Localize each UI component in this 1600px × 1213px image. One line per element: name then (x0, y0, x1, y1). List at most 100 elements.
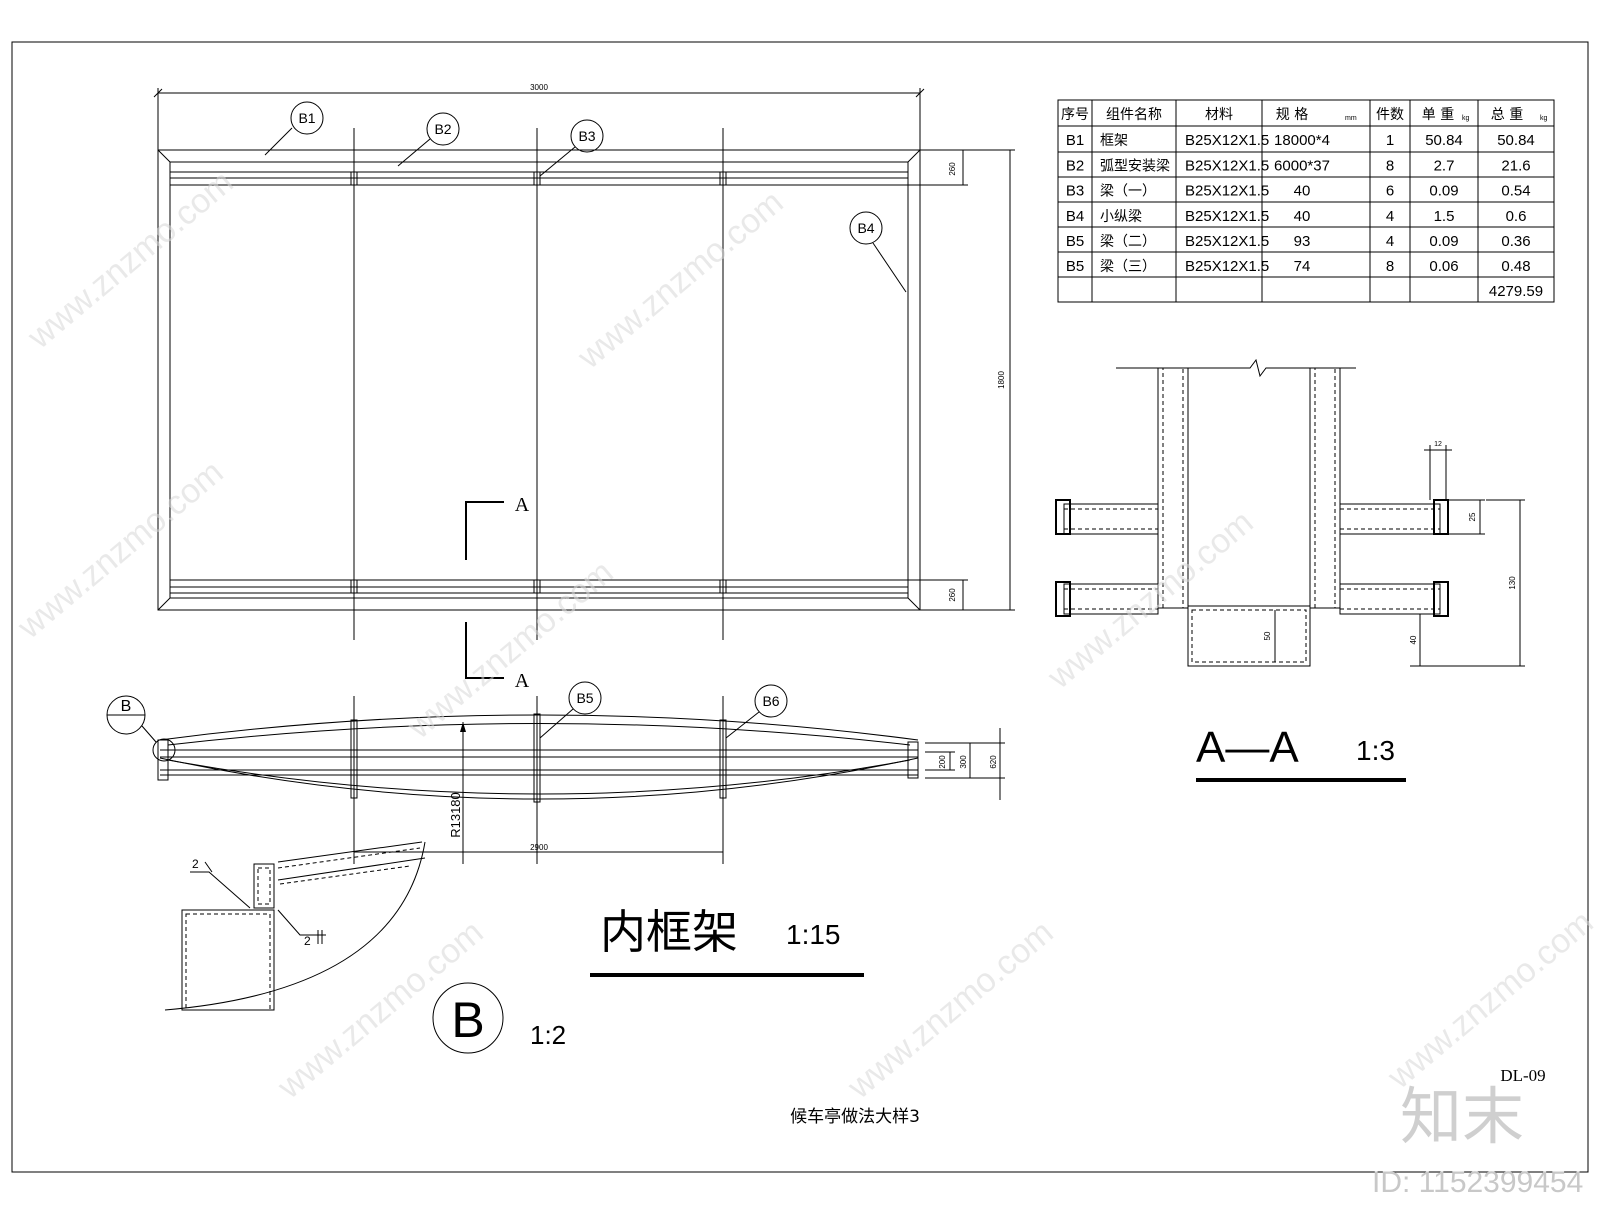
table-cell-qty: 4 (1386, 208, 1394, 225)
balloon-b2 (426, 112, 460, 146)
table-cell-qty: 4 (1386, 233, 1394, 250)
section-mark-a-top-label: A (515, 494, 530, 516)
table-cell-total-weight: 0.36 (1501, 233, 1530, 250)
balloon-b3 (570, 119, 604, 153)
table-cell-spec: 74 (1294, 258, 1311, 275)
table-cell-no: B3 (1066, 183, 1084, 200)
table-header-total-weight: 总 重 (1491, 107, 1523, 123)
balloon-b3-label: B3 (578, 128, 595, 144)
watermark-text-3: www.znzmo.com (10, 453, 231, 647)
elevation-dim-mid: 300 (959, 755, 968, 769)
table-cell-total-weight: 50.84 (1497, 132, 1535, 149)
balloon-b5-label: B5 (576, 690, 593, 706)
balloon-b1 (290, 101, 324, 135)
table-header-name: 组件名称 (1106, 107, 1162, 123)
aa-dim-50: 50 (1263, 631, 1272, 640)
table-cell-spec: 6000*37 (1274, 157, 1330, 174)
aa-dim-130: 130 (1508, 576, 1517, 590)
table-unit-spec: mm (1345, 115, 1357, 122)
arch-top-outer (159, 714, 919, 741)
aa-dim-25: 25 (1468, 512, 1477, 521)
elevation-dim-inner: 200 (938, 755, 947, 769)
table-cell-spec: 93 (1294, 233, 1311, 250)
plan-scale: 1:15 (786, 919, 841, 950)
table-cell-spec: 40 (1294, 208, 1311, 225)
table-cell-no: B1 (1066, 132, 1084, 149)
table-cell-material: B25X12X1.5 (1185, 157, 1269, 174)
plan-dim-height: 1800 (997, 371, 1006, 389)
table-cell-qty: 8 (1386, 157, 1394, 174)
table-cell-qty: 1 (1386, 132, 1394, 149)
balloon-b2-label: B2 (434, 121, 451, 137)
aa-dim-12: 12 (1434, 441, 1442, 448)
table-header-spec: 规 格 (1276, 107, 1308, 123)
section-mark-a-bottom (465, 622, 504, 679)
balloon-b4-label: B4 (857, 220, 874, 236)
watermark-text-2: www.znzmo.com (570, 183, 791, 377)
balloon-b6-label: B6 (762, 693, 779, 709)
plan-dim-bottom-band: 260 (948, 588, 957, 602)
table-total: 4279.59 (1489, 283, 1543, 300)
table-cell-spec: 40 (1294, 183, 1311, 200)
section-mark-a-top (465, 501, 504, 560)
section-aa: 12 25 130 40 50 A—A 1:3 (1055, 358, 1525, 782)
watermark-text-1: www.znzmo.com (20, 163, 241, 357)
table-cell-name: 梁（三） (1100, 259, 1156, 275)
section-mark-a-bottom-label: A (515, 670, 530, 692)
table-cell-total-weight: 0.54 (1501, 183, 1530, 200)
table-header-qty: 件数 (1376, 107, 1404, 123)
table-cell-name: 框架 (1100, 133, 1128, 149)
table-header-unit-weight: 单 重 (1422, 107, 1454, 123)
table-cell-unit-weight: 50.84 (1425, 132, 1463, 149)
table-cell-no: B2 (1066, 157, 1084, 174)
watermark-layer: www.znzmo.com www.znzmo.com www.znzmo.co… (10, 163, 1600, 1199)
table-cell-unit-weight: 0.06 (1429, 258, 1458, 275)
detail-b-boundary (164, 841, 426, 1011)
detail-b: 2 2 B 1:2 (164, 841, 566, 1054)
sheet-border (11, 41, 1589, 1173)
plan-view: 3000 260 260 1800 B1 B2 B3 B4 A A (153, 83, 1015, 692)
table-cell-qty: 8 (1386, 258, 1394, 275)
table-header-material: 材料 (1205, 107, 1233, 123)
table-unit-unit-weight: kg (1462, 115, 1470, 122)
table-cell-no: B5 (1066, 233, 1084, 250)
section-aa-title: A—A (1196, 723, 1299, 772)
watermark-text-7: www.znzmo.com (840, 913, 1061, 1107)
elevation-dim-span: 2900 (530, 843, 548, 852)
table-cell-name: 小纵梁 (1100, 209, 1142, 225)
balloon-b1-label: B1 (298, 110, 315, 126)
plan-dim-top-band: 260 (948, 162, 957, 176)
table-cell-material: B25X12X1.5 (1185, 208, 1269, 225)
watermark-text-5: www.znzmo.com (1040, 503, 1261, 697)
table-cell-total-weight: 21.6 (1501, 157, 1530, 174)
aa-dim-40: 40 (1409, 635, 1418, 644)
plan-title: 内框架 (600, 905, 738, 959)
detail-b-scale: 1:2 (530, 1020, 566, 1050)
table-cell-name: 梁（二） (1100, 234, 1156, 250)
table-cell-material: B25X12X1.5 (1185, 258, 1269, 275)
plan-outer-frame (157, 149, 921, 611)
table-cell-total-weight: 0.48 (1501, 258, 1530, 275)
detail-ref-b-label: B (121, 698, 132, 715)
table-cell-spec: 18000*4 (1274, 132, 1330, 149)
balloon-b5 (568, 681, 602, 715)
table-cell-unit-weight: 2.7 (1434, 157, 1455, 174)
table-cell-material: B25X12X1.5 (1185, 183, 1269, 200)
table-cell-name: 弧型安装梁 (1100, 158, 1170, 174)
table-cell-qty: 6 (1386, 183, 1394, 200)
weld-size-top: 2 (192, 857, 199, 871)
watermark-id: ID: 1152399454 (1372, 1166, 1583, 1199)
table-cell-unit-weight: 0.09 (1429, 233, 1458, 250)
table-cell-no: B5 (1066, 258, 1084, 275)
elevation-view: R13180 2900 200 300 620 B5 B6 B (106, 681, 1005, 864)
balloon-b6 (754, 684, 788, 718)
table-cell-material: B25X12X1.5 (1185, 233, 1269, 250)
watermark-logo: 知末 (1400, 1080, 1524, 1153)
section-aa-scale: 1:3 (1356, 735, 1395, 766)
table-cell-unit-weight: 0.09 (1429, 183, 1458, 200)
elevation-radius: R13180 (448, 792, 463, 838)
table-cell-material: B25X12X1.5 (1185, 132, 1269, 149)
